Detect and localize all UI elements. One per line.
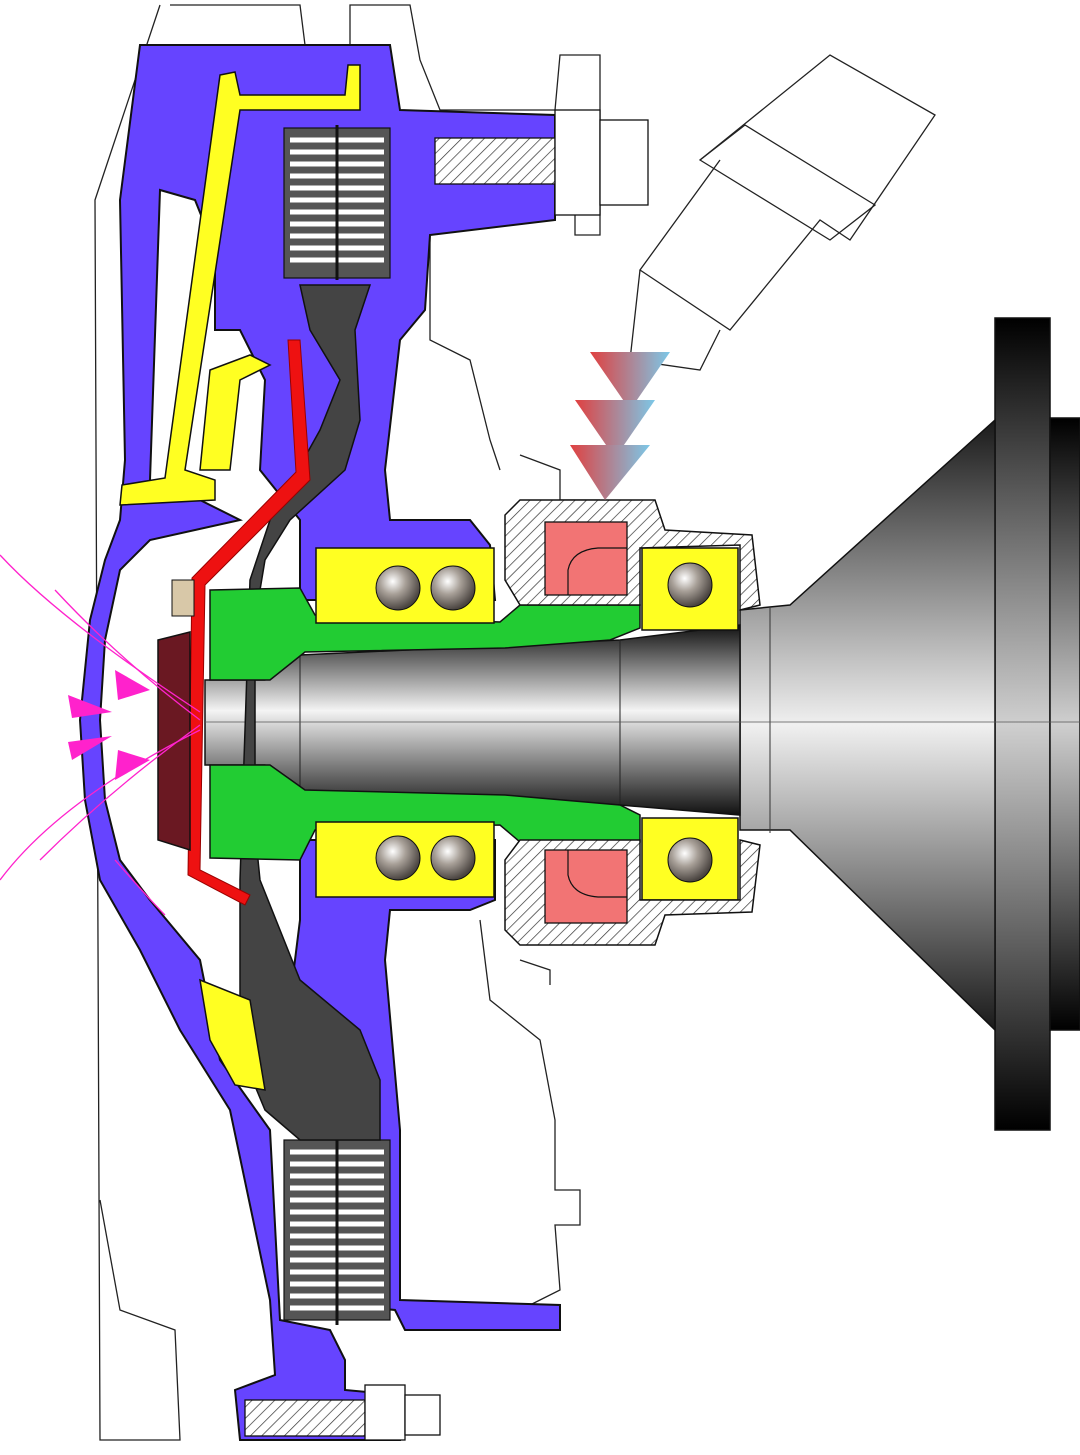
bolts — [244, 109, 649, 1441]
ball-bearings — [315, 547, 739, 901]
heat-arrow-icon — [575, 400, 655, 458]
valve-strip — [187, 339, 311, 906]
engine-block-outline — [94, 4, 936, 1441]
shaft — [204, 624, 1080, 816]
heat-arrow-icon — [570, 445, 650, 500]
bimetal-coil — [157, 579, 195, 852]
bracket — [504, 499, 761, 946]
air-arrow-icon — [115, 750, 150, 780]
heat-arrow-icon — [590, 352, 670, 410]
air-arrow-icon — [68, 736, 112, 760]
spring-lever — [119, 64, 361, 1091]
heat-arrows — [570, 352, 670, 500]
cooling-fins-top — [283, 125, 391, 280]
cooling-fins-bottom — [283, 1135, 391, 1325]
air-arrow-icon — [68, 695, 112, 718]
air-arrow-icon — [115, 670, 150, 700]
flange — [739, 317, 1080, 1131]
airflow-arrows — [0, 554, 201, 916]
